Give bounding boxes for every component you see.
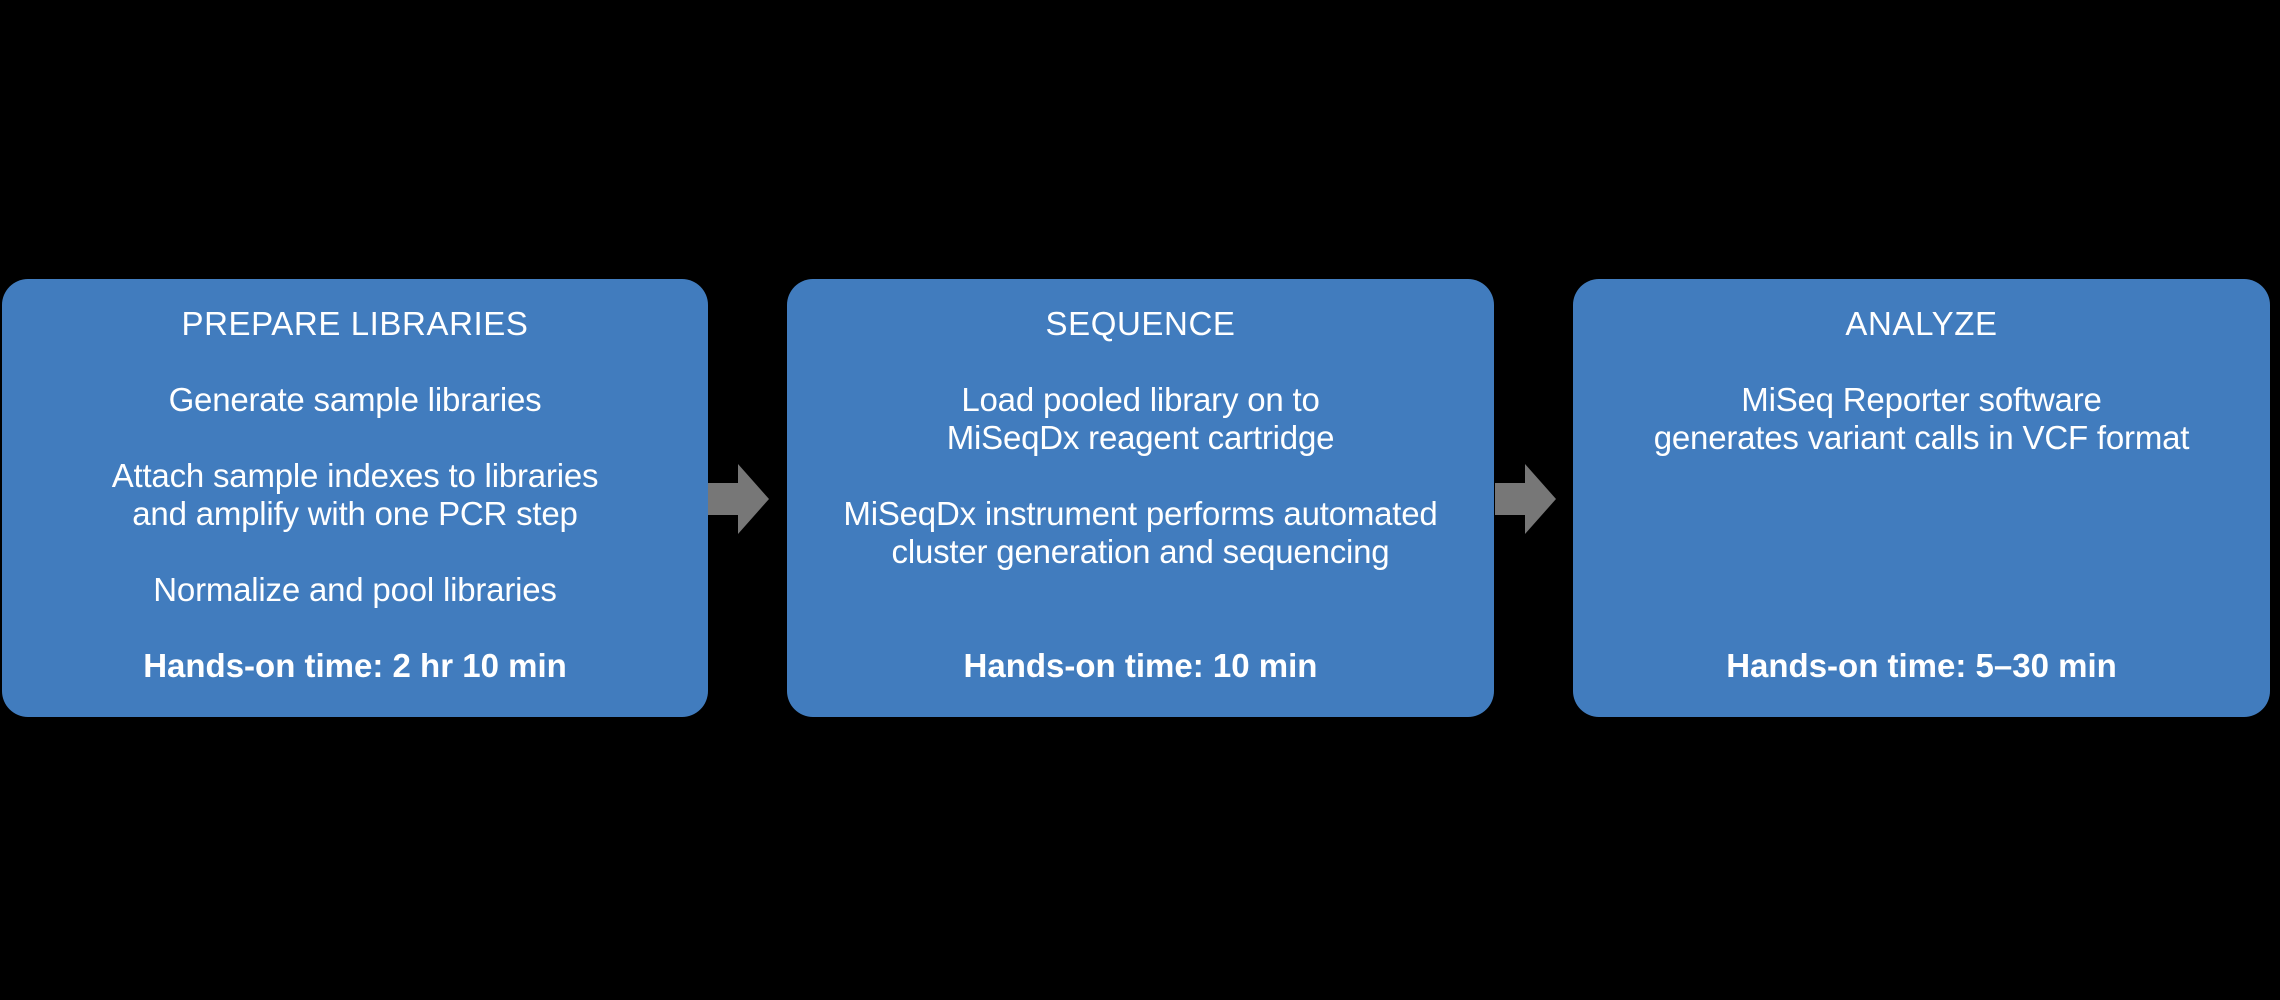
step-item: Normalize and pool libraries [153,571,557,609]
step-item-line: generates variant calls in VCF format [1653,419,2190,456]
step-item: Load pooled library on to MiSeqDx reagen… [947,381,1335,457]
flow-arrow-shape [1495,464,1556,534]
step-item-line: Attach sample indexes to libraries [111,457,599,494]
step-title: PREPARE LIBRARIES [181,305,529,342]
hands-on-time-label: Hands-on time: 10 min [963,647,1318,684]
step-item-line: MiSeq Reporter software [1741,381,2102,418]
step-item: Generate sample libraries [169,381,542,419]
hands-on-time-label: Hands-on time: 5–30 min [1726,647,2117,684]
step-item-line: MiSeqDx instrument performs automated [843,495,1438,532]
flow-arrow-shape [708,464,769,534]
step-item-line: cluster generation and sequencing [891,533,1390,570]
step-box-prepare-libraries: PREPARE LIBRARIES Generate sample librar… [2,279,708,717]
step-title: ANALYZE [1845,305,1998,342]
step-item-line: Load pooled library on to [961,381,1320,418]
step-item: MiSeqDx instrument performs automated cl… [843,495,1437,571]
step-item-line: Generate sample libraries [168,381,542,418]
step-box-sequence: SEQUENCE Load pooled library on to MiSeq… [787,279,1494,717]
step-title: SEQUENCE [1045,305,1236,342]
step-box-analyze: ANALYZE MiSeq Reporter software generate… [1573,279,2270,717]
flow-arrow-icon [708,464,769,534]
step-item-line: Normalize and pool libraries [153,571,557,608]
flow-arrow-icon [1495,464,1556,534]
hands-on-time-label: Hands-on time: 2 hr 10 min [143,647,567,684]
step-item-line: MiSeqDx reagent cartridge [946,419,1335,456]
step-item: Attach sample indexes to libraries and a… [112,457,599,533]
step-item-line: and amplify with one PCR step [132,495,578,532]
step-item: MiSeq Reporter software generates varian… [1654,381,2190,457]
